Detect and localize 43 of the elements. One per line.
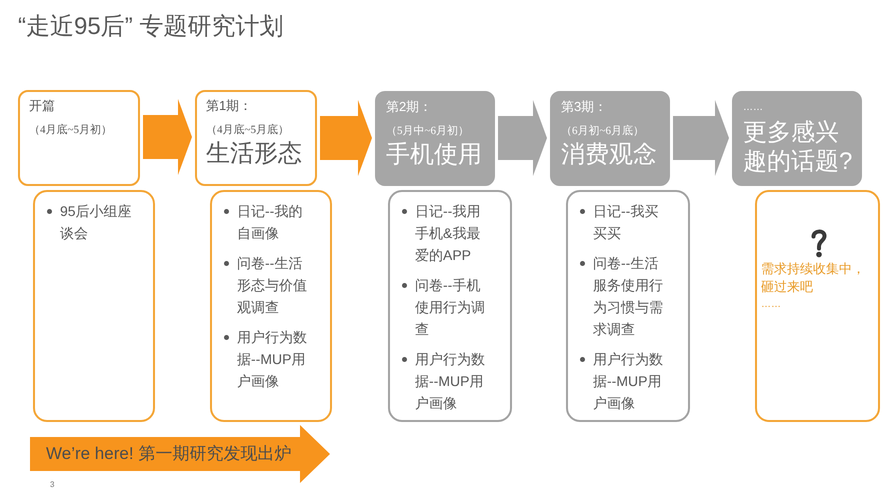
note-card xyxy=(755,190,880,422)
bullet-item: 95后小组座谈会 xyxy=(60,202,133,243)
phase-title: 更多感兴趣的话题? xyxy=(743,118,854,176)
arrow xyxy=(498,100,547,176)
bullet-item: 用户行为数据--MUP用户画像 xyxy=(415,350,486,413)
date-range: （6月初~6月底） xyxy=(561,124,644,138)
activity-card xyxy=(210,190,332,422)
phase-label: 第3期： xyxy=(561,99,608,115)
phase-card xyxy=(375,91,495,186)
phase-title: 生活形态 xyxy=(206,139,302,168)
ellipsis-text: …… xyxy=(761,299,781,311)
activity-card xyxy=(33,190,155,422)
bullet-item: 问卷--手机使用行为调查 xyxy=(415,276,486,339)
date-range: （5月中~6月初） xyxy=(386,124,469,138)
arrow xyxy=(320,100,372,176)
phase-card xyxy=(18,90,140,186)
note-text: 需求持续收集中，砸过来吧 xyxy=(761,260,866,296)
bullet-item: 用户行为数据--MUP用户画像 xyxy=(593,350,664,413)
phase-title: 消费观念 xyxy=(561,140,657,169)
activity-card xyxy=(566,190,690,422)
slide-title: “走近95后” 专题研究计划 xyxy=(18,12,284,42)
phase-label: 开篇 xyxy=(29,98,55,114)
bullet-item: 问卷--生活服务使用行为习惯与需求调查 xyxy=(593,254,664,339)
phase-card xyxy=(195,90,317,186)
phase-label: 第1期： xyxy=(206,98,252,114)
ellipsis-text: …… xyxy=(743,102,763,114)
bullet-item: 日记--我的自画像 xyxy=(237,202,304,243)
phase-label: 第2期： xyxy=(386,99,432,115)
arrow xyxy=(143,99,192,175)
banner-text: We’re here! 第一期研究发现出炉 xyxy=(46,443,292,464)
arrow-banner xyxy=(30,425,330,483)
phase-card xyxy=(732,91,862,186)
bullet-item: 日记--我买买买 xyxy=(593,202,660,243)
page-number: 3 xyxy=(50,480,54,490)
bullet-item: 日记--我用手机&我最爱的APP xyxy=(415,202,482,265)
bullet-item: 问卷--生活形态与价值观调查 xyxy=(237,254,308,317)
activity-card xyxy=(388,190,512,422)
date-range: （4月底~5月底） xyxy=(206,123,289,137)
phase-card xyxy=(550,91,670,186)
date-range: （4月底~5月初） xyxy=(29,123,112,137)
phase-title: 手机使用 xyxy=(386,140,482,169)
arrow xyxy=(673,100,729,176)
bullet-item: 用户行为数据--MUP用户画像 xyxy=(237,328,308,391)
